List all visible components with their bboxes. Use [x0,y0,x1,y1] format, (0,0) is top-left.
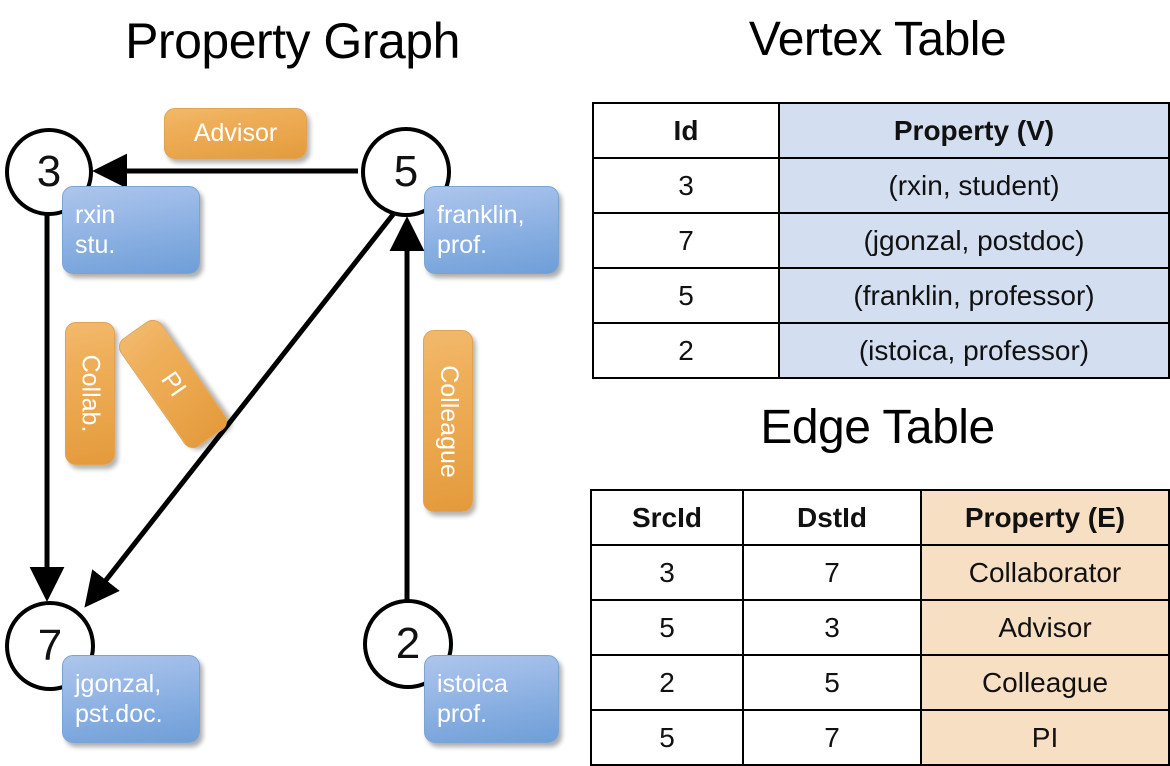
edge-table: SrcId DstId Property (E) 3 7 Collaborato… [590,489,1170,766]
edge-cell-dstid: 5 [742,654,922,711]
vertex-table: Id Property (V) 3 (rxin, student) 7 (jgo… [592,102,1170,379]
table-row[interactable]: 2 5 Colleague [590,654,1170,711]
edge-cell-property: Colleague [920,654,1170,711]
table-row[interactable]: 3 7 Collaborator [590,544,1170,601]
vertex-cell-property: (rxin, student) [778,157,1170,214]
vertex-cell-property: (franklin, professor) [778,267,1170,324]
page-title-property-graph: Property Graph [125,13,460,69]
edge-cell-dstid: 7 [742,709,922,766]
graph-node-2[interactable]: 2 [363,599,453,689]
node-property-7-line1: jgonzal, [75,669,162,698]
table-row[interactable]: 7 (jgonzal, postdoc) [592,212,1170,269]
graph-node-7-label: 7 [37,621,63,670]
graph-edges-layer [29,153,425,608]
node-property-3-line1: rxin [75,200,116,229]
node-property-3-line2: stu. [75,231,116,259]
edge-cell-srcid: 2 [590,654,744,711]
edge-cell-srcid: 5 [590,599,744,656]
edge-table-header-srcid: SrcId [590,489,744,546]
edge-label-collab[interactable]: Collab. [65,322,115,465]
node-property-box-7[interactable]: jgonzal, pst.doc. [62,655,200,743]
edge-label-pi-text: PI [155,366,192,402]
vertex-table-header-property: Property (V) [778,102,1170,159]
edge-table-header-row: SrcId DstId Property (E) [590,489,1170,546]
edge-cell-srcid: 3 [590,544,744,601]
edge-cell-property: Collaborator [920,544,1170,601]
edge-label-colleague[interactable]: Colleague [423,330,473,512]
table-row[interactable]: 5 7 PI [590,709,1170,766]
node-property-5-line2: prof. [437,231,488,259]
property-graph-diagram: 3 5 7 2 rxin stu. franklin, prof. jgonza… [0,0,585,760]
table-row[interactable]: 3 (rxin, student) [592,157,1170,214]
page-title-edge-table: Edge Table [760,401,995,454]
node-property-box-5[interactable]: franklin, prof. [424,186,559,274]
node-property-2-line2: prof. [437,700,488,728]
vertex-table-header-id: Id [592,102,780,159]
edge-5-to-7 [84,210,397,608]
table-row[interactable]: 5 3 Advisor [590,599,1170,656]
edge-label-collab-text: Collab. [76,354,105,433]
table-row[interactable]: 2 (istoica, professor) [592,322,1170,379]
graph-node-5-label: 5 [393,147,419,196]
node-property-2-line1: istoica [437,669,508,698]
edge-table-header-property: Property (E) [920,489,1170,546]
edge-label-colleague-text: Colleague [434,364,463,478]
edge-cell-srcid: 5 [590,709,744,766]
edge-label-advisor-text: Advisor [193,119,278,147]
graph-node-2-label: 2 [395,619,421,668]
vertex-cell-property: (jgonzal, postdoc) [778,212,1170,269]
table-row[interactable]: 5 (franklin, professor) [592,267,1170,324]
node-property-5-line1: franklin, [437,200,525,229]
vertex-cell-id: 3 [592,157,780,214]
vertex-cell-property: (istoica, professor) [778,322,1170,379]
edge-cell-dstid: 3 [742,599,922,656]
graph-node-3-label: 3 [36,147,62,196]
edge-cell-property: Advisor [920,599,1170,656]
edge-cell-property: PI [920,709,1170,766]
vertex-table-header-row: Id Property (V) [592,102,1170,159]
vertex-cell-id: 2 [592,322,780,379]
edge-table-header-dstid: DstId [742,489,922,546]
vertex-cell-id: 5 [592,267,780,324]
node-property-7-line2: pst.doc. [75,700,163,728]
vertex-cell-id: 7 [592,212,780,269]
edge-cell-dstid: 7 [742,544,922,601]
graph-node-5[interactable]: 5 [361,127,451,217]
edge-label-advisor[interactable]: Advisor [164,108,307,159]
node-property-box-2[interactable]: istoica prof. [424,655,559,743]
page-title-vertex-table: Vertex Table [748,13,1007,66]
node-property-box-3[interactable]: rxin stu. [62,186,200,274]
